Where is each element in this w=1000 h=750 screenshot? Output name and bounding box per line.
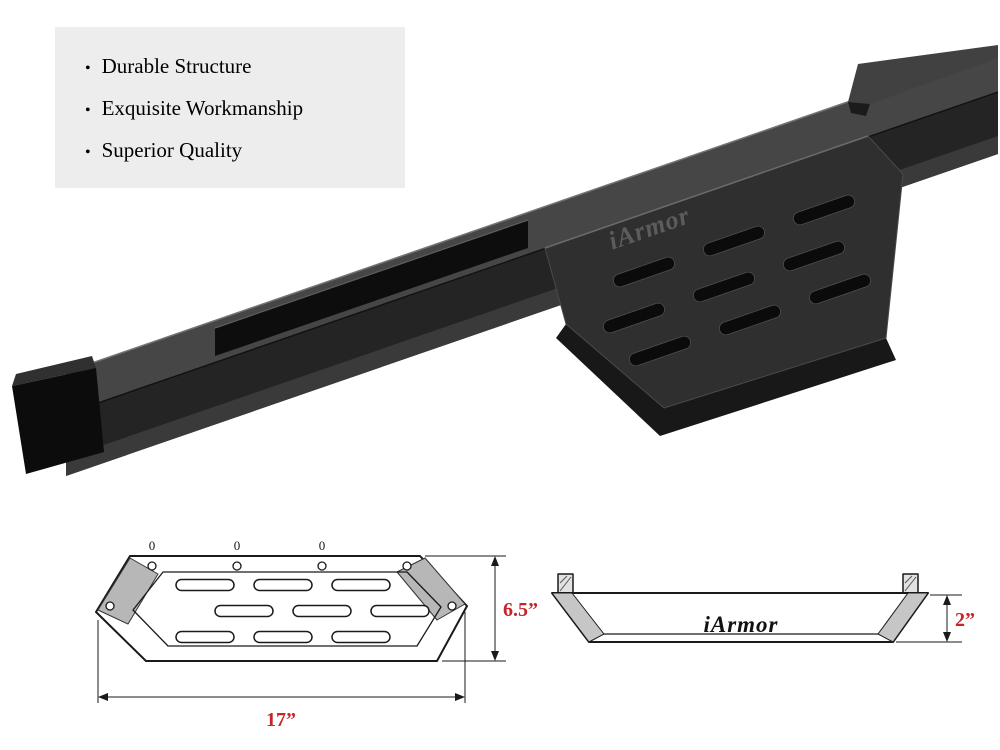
dimension-depth	[896, 594, 962, 643]
pocket-edge-highlight	[214, 219, 529, 329]
bullet-icon: •	[85, 60, 91, 77]
bolt-hole	[232, 561, 242, 571]
hole-mark-label: 0	[319, 538, 326, 553]
tread-slot	[331, 578, 391, 592]
bolt-hole	[402, 561, 412, 571]
hatch-line	[904, 575, 913, 584]
bolt-hole	[317, 561, 327, 571]
tread-slot	[253, 630, 313, 644]
tread-slot	[331, 630, 391, 644]
hatch-line	[904, 576, 917, 592]
bar-top-edge-highlight	[65, 49, 999, 373]
feature-box: • Durable Structure • Exquisite Workmans…	[55, 27, 405, 188]
pad-slot	[703, 225, 765, 257]
bolt-holes	[105, 561, 457, 611]
bolt-hole	[447, 601, 457, 611]
tread-slot	[175, 578, 235, 592]
end-cap	[12, 368, 104, 474]
product-photo: iArmor	[12, 45, 999, 476]
arrowhead	[455, 693, 465, 701]
arrowhead	[943, 595, 951, 605]
pad-slots	[603, 194, 871, 367]
feature-item: • Superior Quality	[85, 138, 389, 163]
pad-bevel	[556, 324, 896, 436]
pad-slot	[613, 256, 675, 288]
pad-slot	[719, 304, 781, 336]
mounting-bracket-side	[848, 102, 870, 116]
dimension-height	[425, 555, 506, 662]
bolt-hole	[147, 561, 157, 571]
side-view-brand-text: iArmor	[703, 612, 778, 637]
arrowhead	[98, 693, 108, 701]
hole-mark-label: 0	[149, 538, 156, 553]
feature-item: • Durable Structure	[85, 54, 389, 79]
pad-slot	[793, 194, 855, 226]
arrowhead	[943, 632, 951, 642]
tread-slot	[214, 604, 274, 618]
arrowhead	[491, 556, 499, 566]
feature-item: • Exquisite Workmanship	[85, 96, 389, 121]
tread-slot	[175, 630, 235, 644]
arrowhead	[491, 651, 499, 661]
pad-slot	[629, 335, 691, 367]
bolt-hole	[105, 601, 115, 611]
depth-dimension-label: 2”	[955, 609, 975, 631]
bullet-icon: •	[85, 144, 91, 161]
hatch-line	[559, 576, 572, 592]
height-dimension-label: 6.5”	[503, 599, 538, 621]
top-view-diagram: 0 0 0 6.5” 17”	[95, 538, 538, 731]
width-dimension-label: 17”	[266, 709, 296, 731]
feature-text: Durable Structure	[101, 54, 252, 78]
tread-slot	[370, 604, 430, 618]
feature-text: Superior Quality	[101, 138, 243, 162]
side-view-diagram: iArmor 2”	[551, 573, 975, 643]
bullet-icon: •	[85, 102, 91, 119]
dimension-width	[97, 612, 466, 703]
hole-mark-label: 0	[234, 538, 241, 553]
top-view-slots	[175, 578, 430, 644]
tread-slot	[292, 604, 352, 618]
pad-slot	[693, 271, 755, 303]
pad-top-edge-highlight	[544, 135, 869, 249]
pad-slot	[809, 273, 871, 305]
tread-slot	[253, 578, 313, 592]
mounting-bracket	[848, 45, 998, 104]
hatch-line	[559, 575, 568, 584]
pad-slot	[603, 302, 665, 334]
bar-pocket	[215, 220, 528, 356]
top-view-inner-outline	[132, 571, 442, 647]
feature-text: Exquisite Workmanship	[101, 96, 304, 120]
end-cap-top	[12, 356, 96, 386]
pad-slot	[783, 240, 845, 272]
